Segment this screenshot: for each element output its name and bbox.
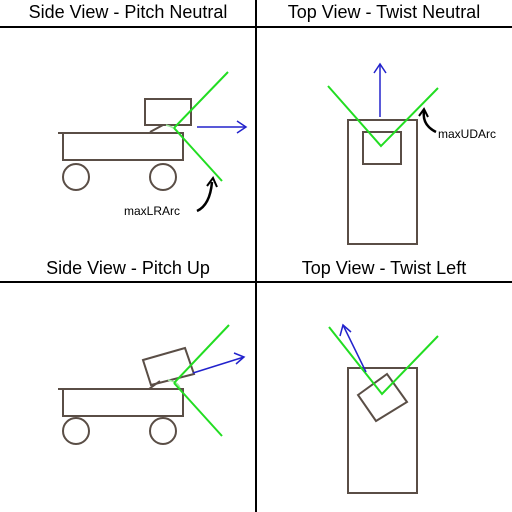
max-arc-lower-line	[173, 382, 223, 437]
max-arc-lines	[327, 85, 439, 148]
vertical-divider	[255, 0, 257, 512]
arc-label-text: maxUDArc	[438, 127, 496, 141]
rear-wheel	[62, 417, 90, 445]
panel-title: Top View - Twist Left	[301, 258, 467, 278]
front-wheel	[149, 417, 177, 445]
arrowhead-icon	[236, 120, 248, 134]
arrowhead-icon	[373, 62, 387, 74]
pointer-arrowhead-icon	[418, 107, 429, 118]
panel-title: Side View - Pitch Neutral	[28, 2, 228, 22]
vehicle-body	[62, 132, 184, 161]
top-view-twist-neutral-drawing: maxUDArc	[327, 62, 496, 245]
side-view-pitch-up-drawing	[58, 324, 246, 445]
aim-direction-arrow	[342, 324, 367, 373]
turret-head	[144, 98, 192, 126]
arc-label-text: maxLRArc	[124, 204, 180, 218]
annotation-pointer	[196, 181, 214, 213]
turret-head-pitched	[141, 346, 196, 387]
pointer-arrowhead-icon	[206, 176, 218, 188]
panel-top-view-twist-neutral: Top View - Twist Neutral maxUDArc	[256, 0, 512, 256]
arrowhead-icon	[339, 323, 352, 337]
aim-direction-arrow	[192, 356, 245, 374]
panel-top-view-twist-left: Top View - Twist Left	[256, 256, 512, 512]
pivot-arc	[167, 379, 181, 389]
rear-wheel	[62, 163, 90, 191]
panel-title: Side View - Pitch Up	[46, 258, 210, 278]
max-arc-upper-line	[173, 324, 230, 384]
arrowhead-icon	[233, 352, 246, 365]
front-wheel	[149, 163, 177, 191]
max-arc-lower-line	[173, 127, 223, 182]
turret-head-rotated	[356, 372, 409, 423]
top-view-twist-left-drawing	[328, 323, 439, 494]
vehicle-body	[62, 388, 184, 417]
panel-side-view-pitch-up: Side View - Pitch Up	[0, 256, 256, 512]
turret-mount	[149, 124, 164, 133]
side-view-pitch-neutral-drawing: maxLRArc	[58, 71, 248, 218]
vehicle-body-top	[347, 367, 418, 494]
turret-head-top	[362, 131, 402, 165]
max-arc-upper-line	[173, 71, 229, 129]
max-arc-lines	[328, 326, 439, 396]
turret-mount	[148, 380, 161, 390]
panel-side-view-pitch-neutral: Side View - Pitch Neutral	[0, 0, 256, 256]
panel-title: Top View - Twist Neutral	[287, 2, 481, 22]
vehicle-body-top	[347, 119, 418, 245]
annotation-pointer	[422, 110, 437, 134]
